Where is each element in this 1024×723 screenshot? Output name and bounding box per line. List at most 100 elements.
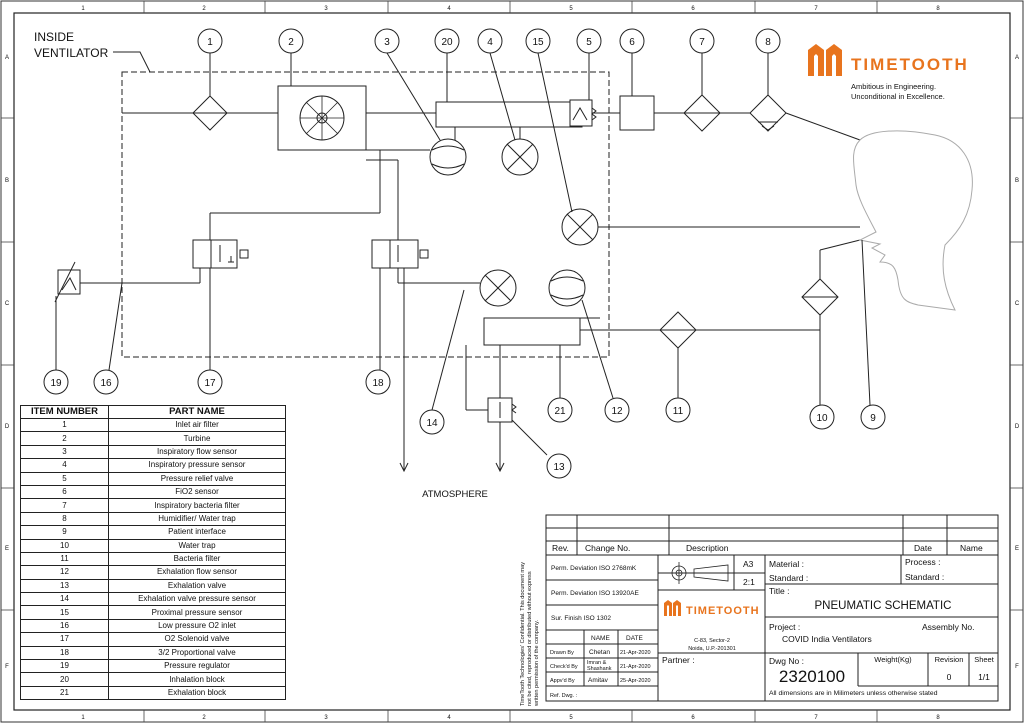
svg-text:14: 14 [426,418,438,429]
col-label: 6 [691,715,695,721]
tb-project-name: COVID India Ventilators [782,634,872,644]
svg-text:18: 18 [372,378,384,389]
tb-checked-name: Imran & [587,660,607,666]
callout-14: 14 [419,409,445,435]
callout-5: 5 [576,28,602,54]
tb-checked-date: 21-Apr-2020 [620,664,651,670]
part-name-cell: FiO2 sensor [108,484,286,500]
svg-text:11: 11 [673,406,684,417]
callout-leaders [55,52,871,456]
callout-10: 10 [809,404,835,430]
item-number-cell: 4 [20,458,109,473]
svg-text:5: 5 [586,37,592,48]
header-part-name: PART NAME [108,405,286,419]
callout-15: 15 [525,28,551,54]
callout-21: 21 [547,397,573,423]
humidifier-symbol [749,94,787,132]
tb-standard: Standard : [769,573,808,583]
col-label: 2 [202,6,206,12]
exhalation-valve-pressure-sensor-symbol [479,269,517,307]
svg-text:2: 2 [288,37,294,48]
bacteria-filter-symbol [659,311,697,349]
timetooth-small-logo-mark [664,600,681,616]
part-name-cell: Exhalation valve [108,578,286,594]
part-name-cell: Exhalation block [108,685,286,701]
tb-partner: Partner : [662,655,695,665]
tb-address: C-83, Sector-2 [694,638,730,644]
col-label: 8 [936,715,940,721]
svg-text:7: 7 [699,37,705,48]
item-number-cell: 19 [20,659,109,674]
tb-approved-name: Amitav [588,677,609,684]
inspiratory-bacteria-filter-symbol [683,94,721,132]
row-label: B [1015,178,1019,184]
part-name-cell: Turbine [108,431,286,446]
callout-8: 8 [755,28,781,54]
tb-rev: Rev. [552,543,569,553]
callout-4: 4 [477,28,503,54]
tb-dimensions-note: All dimensions are in Milimeters unless … [769,690,938,697]
tb-surface-finish: Sur. Finish ISO 1302 [551,615,611,622]
callout-19: 19 [43,369,69,395]
tb-description: Description [686,543,729,553]
atmosphere-label: ATMOSPHERE [422,489,488,500]
callout-12: 12 [604,397,630,423]
svg-text:6: 6 [629,37,635,48]
svg-text:1: 1 [207,37,213,48]
patient-head-outline [853,130,973,311]
part-name-cell: Patient interface [108,525,286,540]
tb-name: Name [960,543,983,553]
tb-drawing-title: PNEUMATIC SCHEMATIC [815,600,952,612]
item-number-cell: 12 [20,565,109,580]
tb-material: Material : [769,559,804,569]
pressure-relief-valve-symbol [569,99,597,127]
row-label: A [5,55,9,61]
turbine-symbol [277,85,367,151]
part-name-cell: Pressure relief valve [108,471,286,486]
col-label: 8 [936,6,940,12]
svg-text:15: 15 [532,37,544,48]
tb-date: Date [914,543,932,553]
svg-text:17: 17 [204,378,216,389]
col-label: 5 [569,6,573,12]
tb-assembly-no: Assembly No. [922,622,974,632]
item-number-cell: 7 [20,498,109,513]
brand-name-small: TIMETOOTH [686,605,760,617]
item-number-cell: 1 [20,417,109,433]
svg-text:4: 4 [487,37,493,48]
zone-labels: 1 2 3 4 5 6 7 8 1 2 3 4 5 6 7 8 A B C D … [5,6,1020,721]
brand-name: TIMETOOTH [851,55,969,74]
item-number-cell: 8 [20,511,109,527]
item-number-cell: 6 [20,484,109,500]
callout-13: 13 [546,453,572,479]
header-item-number: ITEM NUMBER [20,405,109,419]
tb-approved-by: Appv'd By [550,678,575,684]
tb-approved-date: 25-Apr-2020 [620,678,651,684]
svg-text:12: 12 [611,406,623,417]
tb-title-label: Title : [769,586,789,596]
tb-sheet-value: 1/1 [978,672,990,682]
tb-change-no: Change No. [585,543,630,553]
svg-text:20: 20 [441,37,453,48]
tb-checked-by: Check'd By [550,664,578,670]
confidential-line: written permission of the company. [534,620,540,707]
item-number-cell: 20 [20,672,109,687]
inhalation-block-symbol [435,101,583,128]
row-label: A [1015,55,1019,61]
tb-scale: 2:1 [743,577,755,587]
col-label: 6 [691,6,695,12]
brand-tagline: Ambitious in Engineering. [851,82,936,91]
inspiratory-pressure-sensor-symbol [501,138,539,176]
inspiratory-flow-sensor-symbol [429,138,467,176]
tb-dwg-no-label: Dwg No : [769,656,804,666]
